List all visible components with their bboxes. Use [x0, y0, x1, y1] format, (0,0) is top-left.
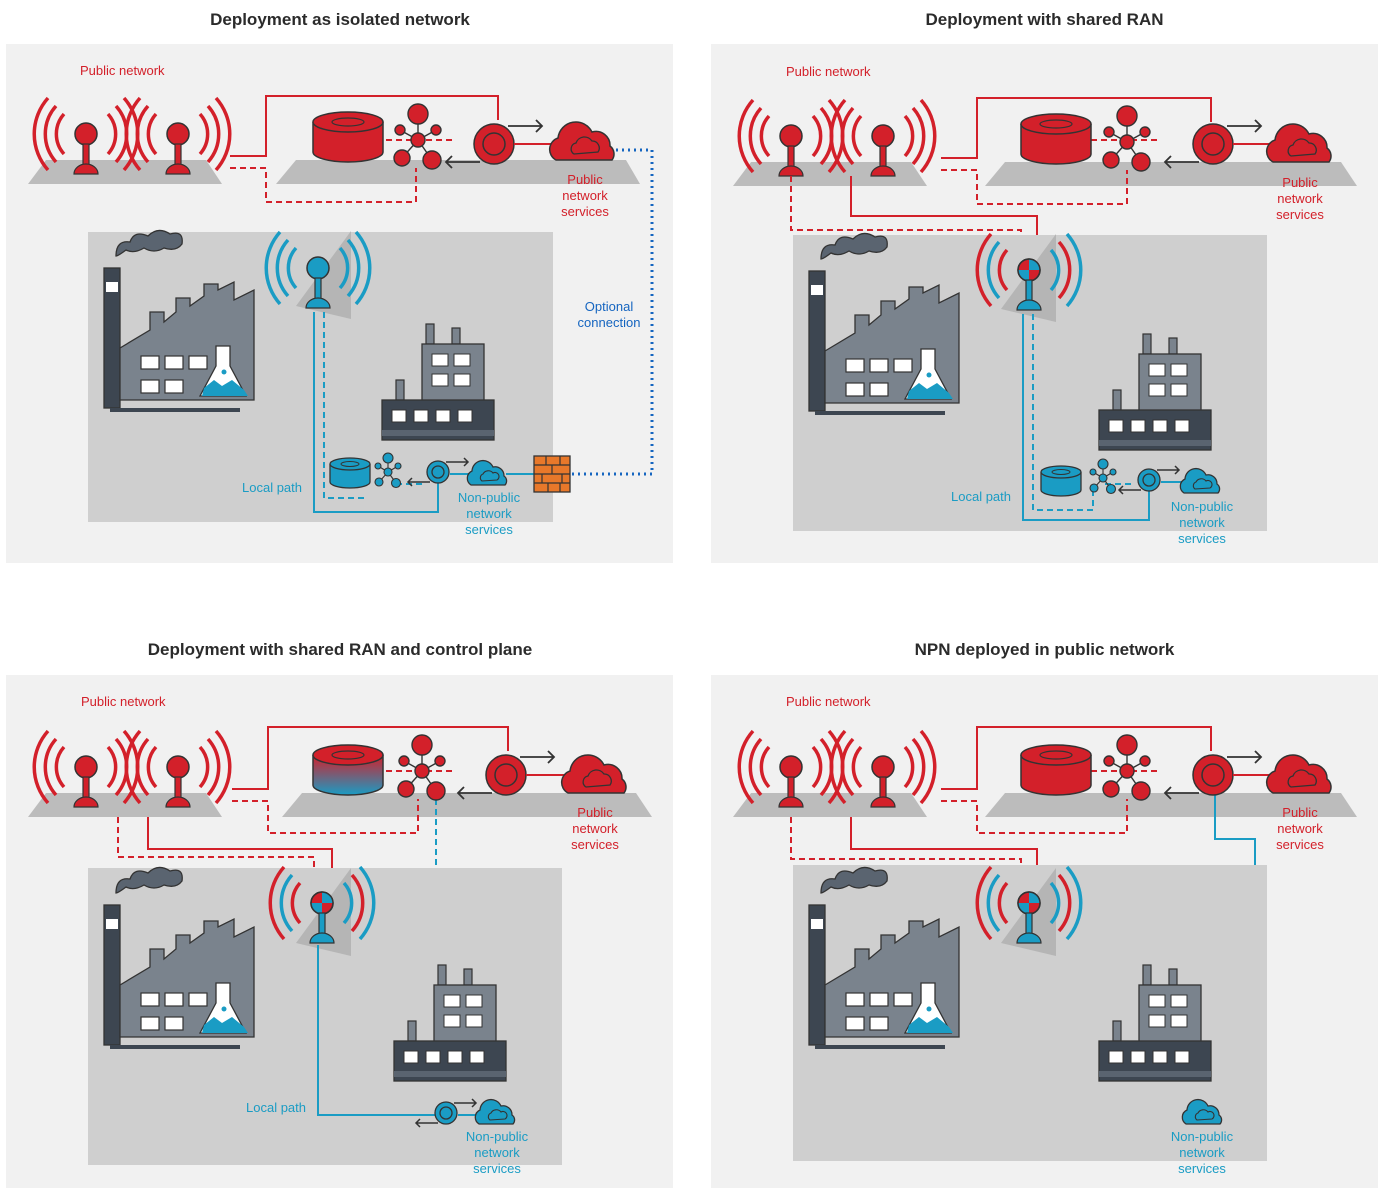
network-hub-icon — [1102, 105, 1151, 172]
public-network-label: Public network — [786, 64, 871, 79]
optional-connection-label: Optional connection — [577, 299, 641, 330]
panel-shared-ran: Deployment with shared RAN — [705, 0, 1384, 570]
network-hub-icon — [393, 103, 442, 170]
database-icon — [1020, 744, 1092, 796]
database-icon — [312, 111, 384, 163]
nonpublic-services-label: Non-public network services — [457, 490, 521, 537]
diagram-area: Public network Public network services N… — [711, 675, 1378, 1188]
local-path-label: Local path — [242, 480, 302, 495]
cloud-icon — [560, 754, 627, 794]
public-network-label: Public network — [81, 694, 166, 709]
database-icon — [312, 744, 384, 796]
panel-npn-public-network: NPN deployed in public network Public ne… — [705, 630, 1384, 1189]
network-hub-icon — [397, 734, 446, 801]
diagram-canvas — [28, 726, 652, 1165]
database-icon — [1020, 113, 1092, 165]
nonpublic-services-label: Non-public network services — [465, 1129, 529, 1176]
cloud-icon — [1265, 754, 1332, 794]
cloud-icon — [548, 121, 615, 161]
public-services-label: Public network services — [1276, 805, 1324, 852]
diagram-area: Public network Public network services O… — [6, 44, 673, 563]
panel-title: NPN deployed in public network — [914, 640, 1175, 659]
database-icon — [1040, 465, 1082, 497]
diagram-canvas — [28, 95, 654, 522]
panel-title: Deployment with shared RAN and control p… — [147, 640, 533, 659]
public-network-label: Public network — [786, 694, 871, 709]
database-icon — [329, 457, 371, 489]
public-services-label: Public network services — [1276, 175, 1324, 222]
public-ground — [28, 160, 222, 184]
local-path-label: Local path — [951, 489, 1011, 504]
nonpublic-services-label: Non-public network services — [1170, 1129, 1234, 1176]
network-hub-icon — [1102, 734, 1151, 801]
panel-shared-ran-control-plane: Deployment with shared RAN and control p… — [0, 630, 680, 1189]
panel-isolated-network: Deployment as isolated network — [0, 0, 680, 570]
diagram-canvas — [733, 726, 1357, 1161]
public-link — [230, 95, 499, 157]
diagram-canvas — [733, 97, 1357, 531]
cloud-icon — [1265, 123, 1332, 163]
public-control-link — [230, 139, 456, 203]
diagram-area: Public network Public network services L… — [6, 675, 673, 1188]
public-core-ground — [276, 160, 640, 184]
firewall-icon — [533, 455, 571, 493]
public-services-label: Public network services — [561, 172, 609, 219]
public-services-label: Public network services — [571, 805, 619, 852]
nonpublic-services-label: Non-public network services — [1170, 499, 1234, 546]
local-path-label: Local path — [246, 1100, 306, 1115]
panel-title: Deployment with shared RAN — [925, 10, 1164, 29]
diagram-area: Public network Public network services L… — [711, 44, 1378, 563]
public-network-label: Public network — [80, 63, 165, 78]
optional-connection-line — [572, 148, 654, 476]
panel-title: Deployment as isolated network — [210, 10, 470, 29]
local-path-link — [313, 312, 439, 513]
